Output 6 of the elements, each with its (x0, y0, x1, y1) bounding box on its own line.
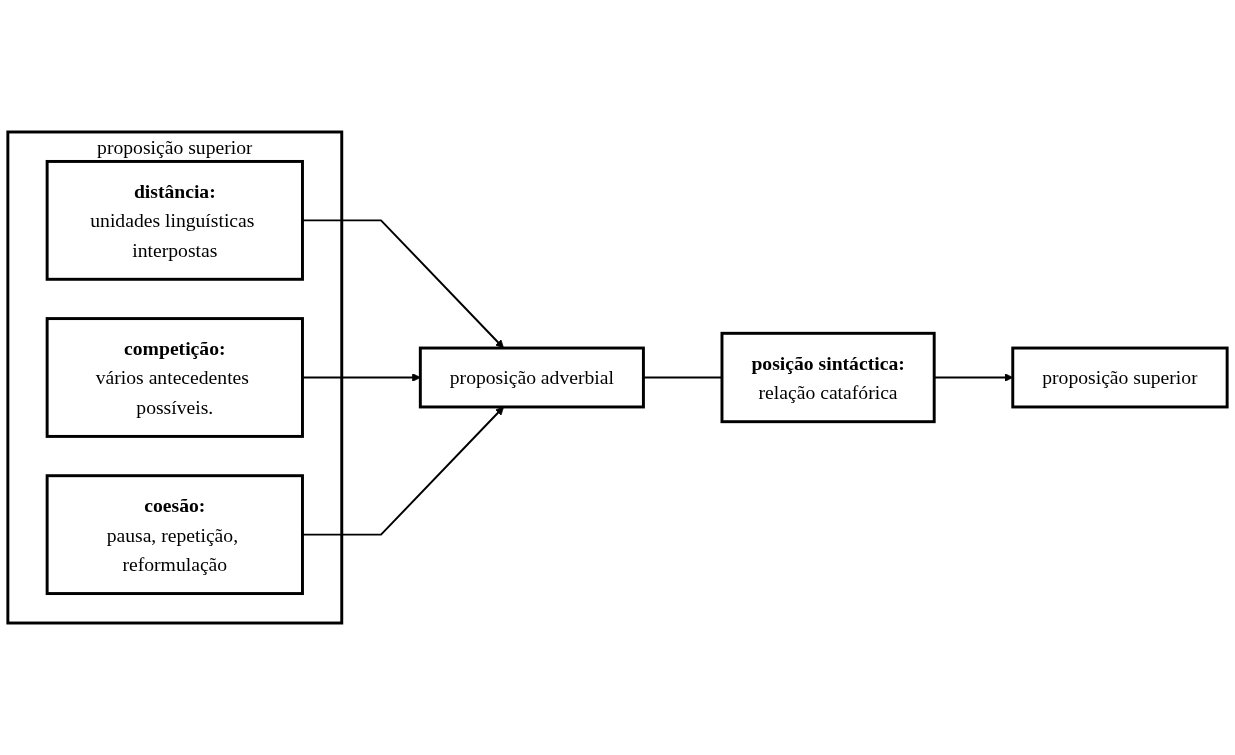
node-box: proposição adverbial (418, 346, 645, 409)
node-box: competição: vários antecedentes possíveis. (45, 317, 304, 438)
node-box: coesão: pausa, repetição, reformulação (45, 474, 304, 596)
node-box: posição sintáctica: relação catafórica (720, 331, 936, 424)
node-box: distância: unidades linguísticas interpostas (45, 159, 304, 281)
node-box: proposição superior (1011, 346, 1229, 409)
